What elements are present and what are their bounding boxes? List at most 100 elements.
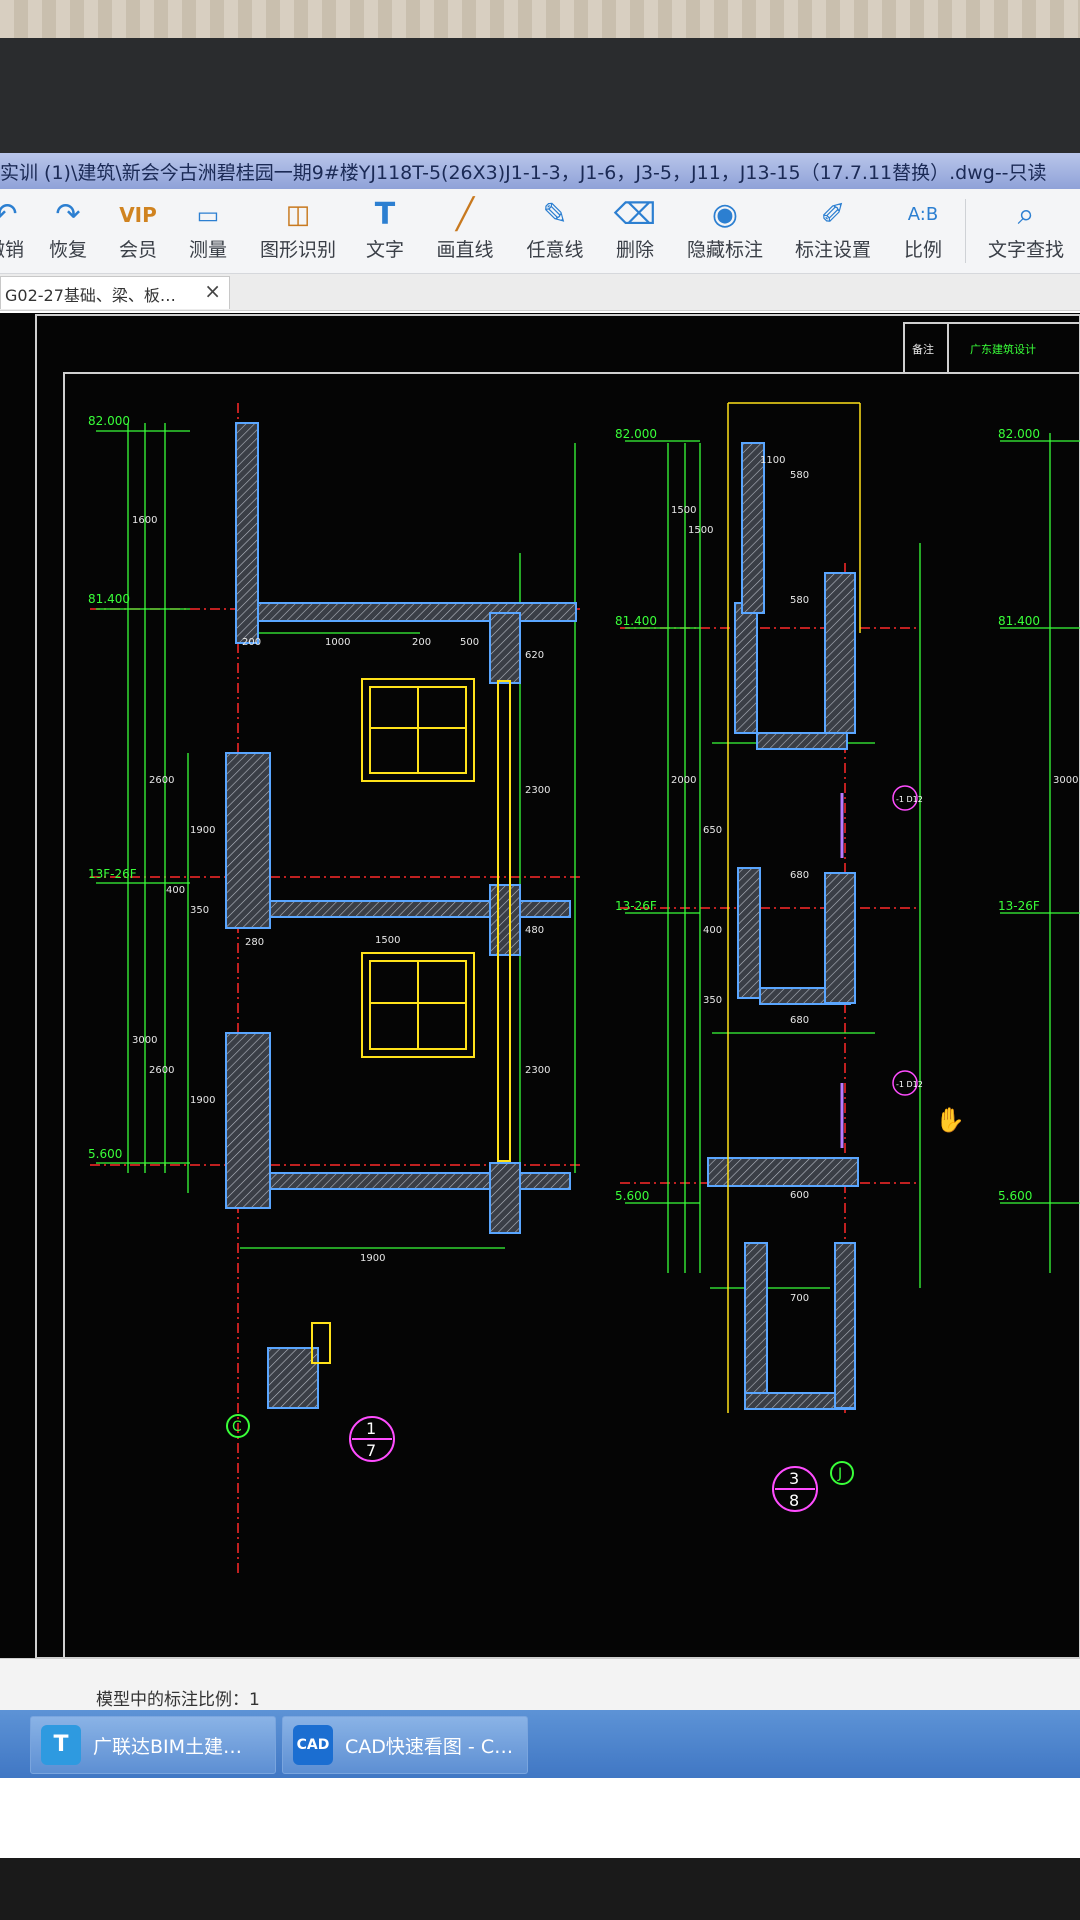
section-1-top: 1 <box>366 1419 376 1438</box>
level-left-1: 81.400 <box>88 592 130 606</box>
dim-left-16: 350 <box>190 905 209 916</box>
draw-line-button[interactable]: ╱ 画直线 <box>430 195 500 269</box>
freehand-button[interactable]: ✎ 任意线 <box>520 195 590 269</box>
axis-label-j: J <box>837 1466 842 1482</box>
dim-left-6: 200 <box>242 637 261 648</box>
level-mid-3: 5.600 <box>615 1189 649 1203</box>
delete-button[interactable]: ⌫ 删除 <box>610 195 660 269</box>
vip-icon: VIP <box>119 203 157 227</box>
dim-left-1: 2600 <box>149 775 174 786</box>
taskbar-item-cad-label: CAD快速看图 - C… <box>345 1736 514 1758</box>
toolbar-divider <box>965 199 966 263</box>
dim-mid-8: 650 <box>703 825 722 836</box>
dimension-text-mid: 1500 2000 1500 1100 580 580 680 680 650 … <box>671 455 1078 1304</box>
measure-button[interactable]: ▭ 测量 <box>180 195 236 269</box>
dim-mid-6: 680 <box>790 870 809 881</box>
annotation-settings-button[interactable]: ✐ 标注设置 <box>790 195 876 269</box>
dim-left-14: 2300 <box>525 785 550 796</box>
axis-label-c: C <box>232 1419 242 1435</box>
hand-cursor-icon: ✋ <box>935 1106 965 1134</box>
left-section-walls <box>225 422 577 1409</box>
level-tags-left: 82.000 81.400 13F-26F 5.600 <box>88 414 137 1161</box>
dim-left-11: 1900 <box>360 1253 385 1264</box>
annotation-settings-icon: ✐ <box>820 197 846 232</box>
undo-button[interactable]: ↶ 撤销 <box>0 195 30 269</box>
line-icon: ╱ <box>455 197 475 232</box>
undo-label: 撤销 <box>0 239 24 261</box>
window-title: 实训 (1)\建筑\新会今古洲碧桂园一期9#楼YJ118T-5(26X3)J1-… <box>0 162 1047 184</box>
level-right-0: 82.000 <box>998 427 1040 441</box>
text-icon: T <box>374 197 396 232</box>
sheet-border-inner <box>63 372 1080 1658</box>
toolbar: ↶ 撤销 ↷ 恢复 VIP 会员 ▭ 测量 ◫ 图形识别 T 文字 ╱ 画直线 … <box>0 189 1080 274</box>
glodon-icon: T <box>41 1725 81 1765</box>
text-search-icon: ⌕ <box>1017 197 1035 232</box>
cad-canvas[interactable]: 备注 广东建筑设计 <box>0 313 1080 1658</box>
level-mid-0: 82.000 <box>615 427 657 441</box>
dimension-text-left: 1600 2600 1900 3000 2600 1900 200 1000 2… <box>132 515 550 1264</box>
text-label: 文字 <box>365 239 404 261</box>
scale-label: 比例 <box>903 239 942 261</box>
shape-recognize-label: 图形识别 <box>259 239 336 261</box>
taskbar-item-cad[interactable]: CAD CAD快速看图 - C… <box>282 1716 528 1774</box>
text-search-label: 文字查找 <box>987 239 1064 261</box>
background-curtain <box>0 0 1080 45</box>
dim-left-13: 480 <box>525 925 544 936</box>
dim-mid-2: 1500 <box>688 525 713 536</box>
svg-text:✋: ✋ <box>935 1106 965 1134</box>
dim-mid-4: 580 <box>790 470 809 481</box>
dim-mid-12: 350 <box>703 995 722 1006</box>
dim-left-3: 3000 <box>132 1035 157 1046</box>
dim-mid-1: 2000 <box>671 775 696 786</box>
cad-icon: CAD <box>293 1725 333 1765</box>
mid-section-walls <box>707 442 859 1410</box>
dim-left-17: 400 <box>166 885 185 896</box>
axis-bubble-j: J <box>830 1461 854 1485</box>
text-search-button[interactable]: ⌕ 文字查找 <box>978 195 1074 269</box>
left-section-windows <box>311 678 511 1364</box>
level-tags-mid: 82.000 81.400 13-26F 5.600 <box>615 427 657 1203</box>
tab-drawing[interactable]: G02-27基础、梁、板… × <box>0 276 230 309</box>
annotation-settings-label: 标注设置 <box>794 239 871 261</box>
section-3-top: 3 <box>789 1469 799 1488</box>
axis-bubble-c: C <box>226 1414 250 1438</box>
section-1-bottom: 7 <box>366 1441 376 1460</box>
taskbar-item-glodon[interactable]: T 广联达BIM土建… <box>30 1716 276 1774</box>
level-right-3: 5.600 <box>998 1189 1032 1203</box>
dim-mid-13: 3000 <box>1053 775 1078 786</box>
dim-left-0: 1600 <box>132 515 157 526</box>
dim-mid-9: 400 <box>703 925 722 936</box>
scale-icon: A:B <box>907 204 939 225</box>
close-icon[interactable]: × <box>204 279 221 303</box>
undo-icon: ↶ <box>0 197 18 232</box>
shape-recognize-button[interactable]: ◫ 图形识别 <box>255 195 341 269</box>
dim-left-8: 200 <box>412 637 431 648</box>
dim-left-10: 1500 <box>375 935 400 946</box>
detail-tag-2-text: -1 D12 <box>896 1080 923 1089</box>
redo-label: 恢复 <box>48 239 87 261</box>
sheet-border-outer <box>35 314 1080 1658</box>
vip-button[interactable]: VIP 会员 <box>110 195 166 269</box>
text-button[interactable]: T 文字 <box>360 195 410 269</box>
level-tags-right: 82.000 81.400 13-26F 5.600 <box>998 427 1040 1203</box>
redo-icon: ↷ <box>55 197 81 232</box>
scale-button[interactable]: A:B 比例 <box>898 195 948 269</box>
detail-tag-1: -1 D12 <box>892 785 923 811</box>
screen: 实训 (1)\建筑\新会今古洲碧桂园一期9#楼YJ118T-5(26X3)J1-… <box>0 153 1080 1858</box>
detail-tag-2: -1 D12 <box>892 1070 923 1096</box>
dim-left-9: 500 <box>460 637 479 648</box>
mid-section-guides <box>727 402 861 1413</box>
level-left-3: 5.600 <box>88 1147 122 1161</box>
dim-mid-0: 1500 <box>671 505 696 516</box>
hide-annotation-button[interactable]: ◉ 隐藏标注 <box>682 195 768 269</box>
status-bar: 模型中的标注比例：1 <box>0 1658 1080 1711</box>
title-block: 备注 广东建筑设计 <box>903 322 1080 374</box>
ruler-icon: ▭ <box>196 201 220 229</box>
level-left-2: 13F-26F <box>88 867 137 881</box>
level-mid-2: 13-26F <box>615 899 657 913</box>
redo-button[interactable]: ↷ 恢复 <box>40 195 96 269</box>
level-left-0: 82.000 <box>88 414 130 428</box>
title-bar: 实训 (1)\建筑\新会今古洲碧桂园一期9#楼YJ118T-5(26X3)J1-… <box>0 153 1080 189</box>
dim-mid-10: 700 <box>790 1293 809 1304</box>
section-3-bottom: 8 <box>789 1491 799 1510</box>
